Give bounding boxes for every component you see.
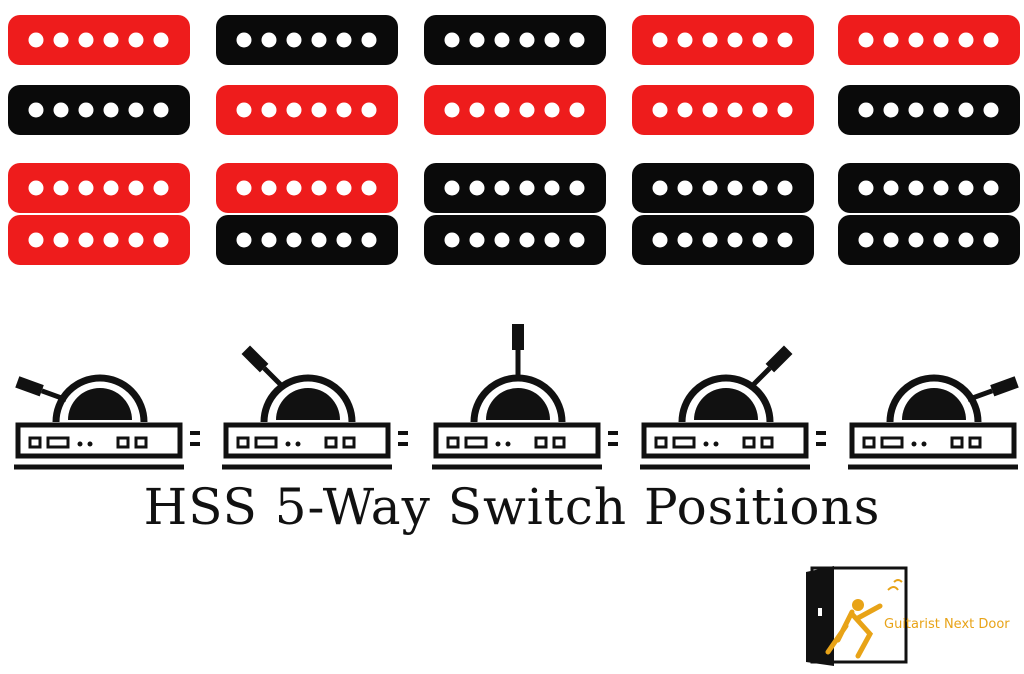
pickup-grid xyxy=(8,15,1020,265)
brand-logo xyxy=(806,566,908,666)
position-4-pickups xyxy=(632,15,814,265)
position-2-pickups xyxy=(216,15,398,265)
position-5-pickups xyxy=(838,15,1020,265)
switch-position-3 xyxy=(432,324,618,470)
switch-position-2 xyxy=(222,345,408,470)
bridge-coil-1 xyxy=(424,163,606,213)
diagram-title: HSS 5-Way Switch Positions xyxy=(143,478,881,536)
bridge-coil-2 xyxy=(632,215,814,265)
neck-pickup xyxy=(632,15,814,65)
bridge-coil-2 xyxy=(838,215,1020,265)
middle-pickup xyxy=(8,85,190,135)
bridge-coil-1 xyxy=(8,163,190,213)
bridge-coil-2 xyxy=(216,215,398,265)
middle-pickup xyxy=(838,85,1020,135)
bridge-coil-1 xyxy=(632,163,814,213)
switch-position-1 xyxy=(14,374,200,470)
brand-name: Guitarist Next Door xyxy=(884,617,1010,632)
switch-row xyxy=(14,324,1019,470)
bridge-coil-2 xyxy=(8,215,190,265)
position-3-pickups xyxy=(424,15,606,265)
neck-pickup xyxy=(424,15,606,65)
bridge-coil-1 xyxy=(216,163,398,213)
bridge-coil-1 xyxy=(838,163,1020,213)
switch-position-5 xyxy=(848,374,1019,470)
neck-pickup xyxy=(216,15,398,65)
middle-pickup xyxy=(632,85,814,135)
neck-pickup xyxy=(8,15,190,65)
bridge-coil-2 xyxy=(424,215,606,265)
middle-pickup xyxy=(216,85,398,135)
neck-pickup xyxy=(838,15,1020,65)
door-guitarist-icon xyxy=(806,566,908,666)
position-1-pickups xyxy=(8,15,190,265)
switch-position-4 xyxy=(640,345,826,470)
middle-pickup xyxy=(424,85,606,135)
